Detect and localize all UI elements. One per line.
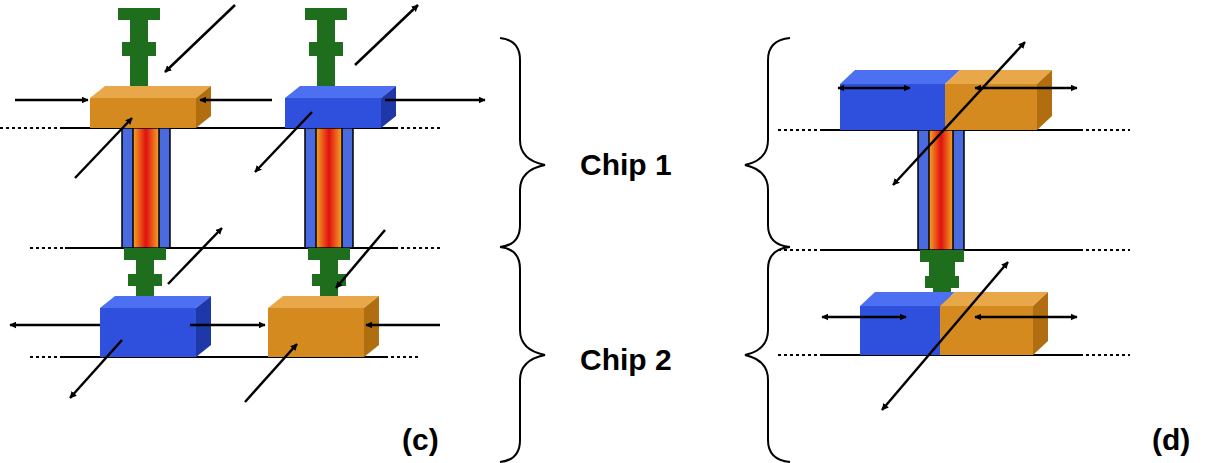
bump [118,8,964,308]
layer-lines [0,128,1130,357]
panel-label: (c) [402,425,439,455]
tsv [122,128,964,250]
stress-arrow [10,5,1077,410]
panel-label: (d) [1152,425,1190,455]
chip-label: Chip 1 [580,150,672,180]
chip-label: Chip 2 [580,345,672,375]
bracket [500,38,790,462]
stress-block [90,70,1052,357]
